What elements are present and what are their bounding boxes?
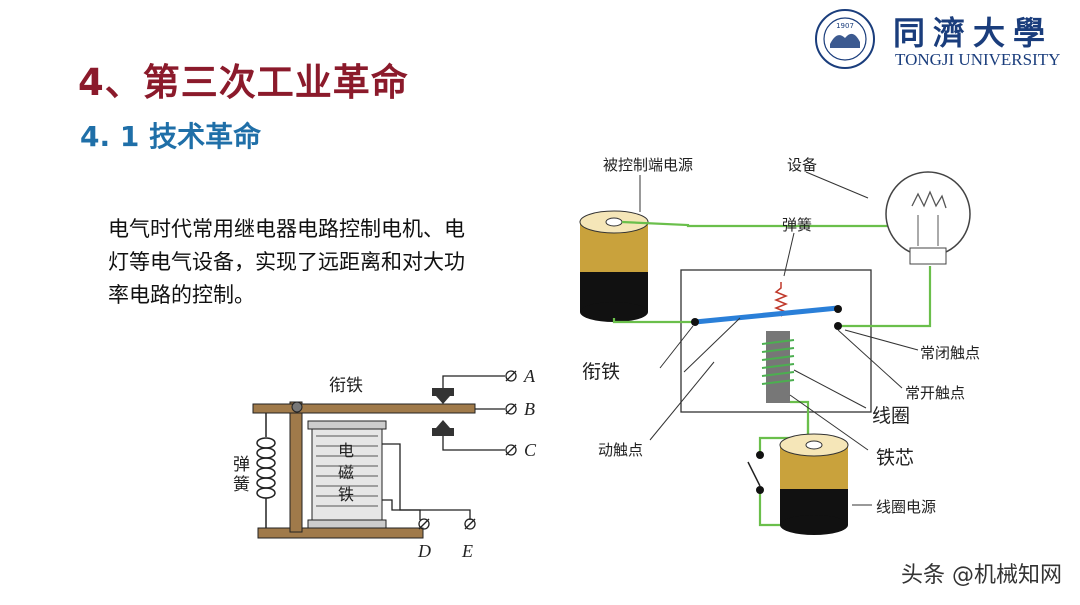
label-armature: 衔铁 bbox=[329, 376, 363, 396]
relay-spring bbox=[773, 282, 789, 317]
label-controlled-power: 被控制端电源 bbox=[603, 156, 693, 174]
seal-year: 1907 bbox=[836, 22, 854, 30]
coil-winding bbox=[761, 339, 795, 385]
university-name-cn: 同濟大學 bbox=[893, 14, 1054, 52]
label-spring: 弹簧 bbox=[782, 216, 812, 234]
label-device: 设备 bbox=[787, 156, 817, 174]
label-core: 铁芯 bbox=[876, 447, 914, 469]
label-terminal-a: A bbox=[523, 366, 536, 386]
label-no-contact: 常开触点 bbox=[905, 384, 965, 402]
contact-c bbox=[432, 428, 454, 436]
contact-a bbox=[432, 388, 454, 396]
label-spring-2: 簧 bbox=[233, 475, 250, 495]
label-terminal-d: D bbox=[417, 541, 431, 561]
spring-coil bbox=[256, 413, 276, 528]
controlled-power-battery bbox=[579, 210, 649, 322]
label-armature-right: 衔铁 bbox=[582, 361, 620, 383]
label-terminal-c: C bbox=[524, 440, 537, 460]
university-name-en: TONGJI UNIVERSITY bbox=[895, 50, 1061, 69]
armature-lever bbox=[694, 305, 839, 325]
label-magnet-1: 电 bbox=[338, 441, 354, 460]
label-spring-1: 弹 bbox=[233, 455, 250, 475]
label-nc-contact: 常闭触点 bbox=[920, 344, 980, 362]
source-watermark: 头条 @机械知网 bbox=[901, 563, 1062, 588]
label-coil: 线圈 bbox=[872, 405, 910, 427]
label-magnet-2: 磁 bbox=[338, 463, 354, 482]
label-terminal-e: E bbox=[461, 541, 473, 561]
label-moving-contact: 动触点 bbox=[598, 441, 643, 459]
university-seal-logo: 1907 bbox=[812, 8, 878, 74]
coil-power-battery bbox=[779, 433, 849, 535]
section-subtitle: 4. 1 技术革命 bbox=[80, 120, 262, 153]
label-terminal-b: B bbox=[524, 399, 535, 419]
body-paragraph: 电气时代常用继电器电路控制电机、电灯等电气设备，实现了远距离和对大功率电路的控制… bbox=[108, 217, 465, 307]
lightbulb-icon bbox=[885, 171, 971, 265]
label-magnet-3: 铁 bbox=[338, 485, 354, 504]
label-coil-power: 线圈电源 bbox=[876, 498, 936, 516]
page-title: 4、第三次工业革命 bbox=[78, 61, 409, 104]
